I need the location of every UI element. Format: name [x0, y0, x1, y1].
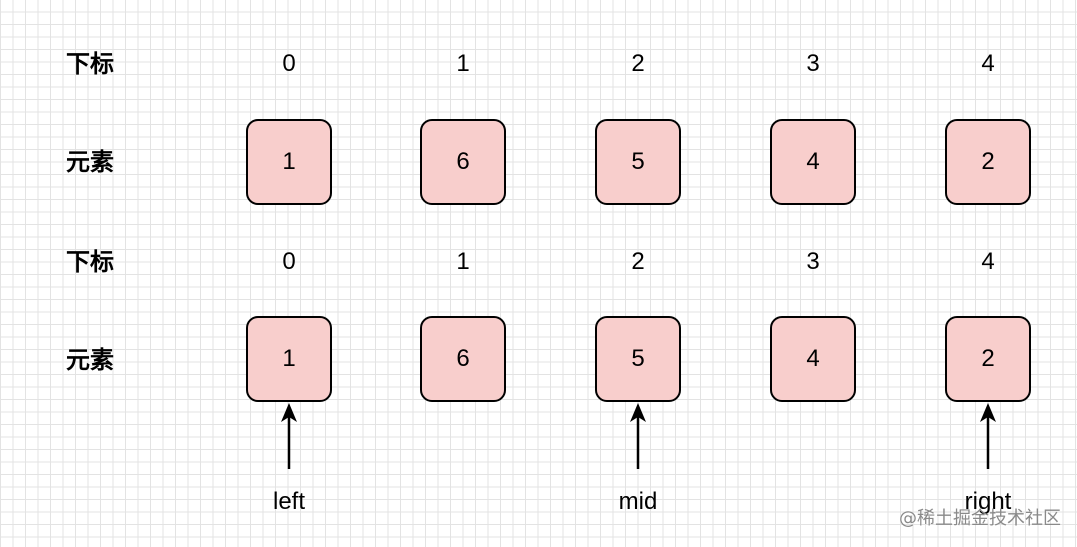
index-3: 3 — [806, 248, 820, 275]
index-4: 4 — [981, 248, 995, 275]
array-cell-0: 1 — [246, 316, 332, 402]
index-row-label: 下标 — [66, 50, 114, 78]
index-4: 4 — [981, 50, 995, 77]
index-0: 0 — [282, 248, 296, 275]
array-cell-4: 2 — [945, 316, 1031, 402]
index-2: 2 — [631, 248, 645, 275]
mid-pointer-label: mid — [618, 488, 658, 515]
array-cell-1: 6 — [420, 119, 506, 205]
index-3: 3 — [806, 50, 820, 77]
array-cell-1: 6 — [420, 316, 506, 402]
array-cell-2: 5 — [595, 119, 681, 205]
right-pointer-label: right — [964, 488, 1012, 515]
element-row-label: 元素 — [66, 346, 114, 374]
index-0: 0 — [282, 50, 296, 77]
index-1: 1 — [456, 248, 470, 275]
array-cell-2: 5 — [595, 316, 681, 402]
array-cell-3: 4 — [770, 316, 856, 402]
array-cell-4: 2 — [945, 119, 1031, 205]
index-1: 1 — [456, 50, 470, 77]
array-cell-3: 4 — [770, 119, 856, 205]
array-cell-0: 1 — [246, 119, 332, 205]
right-pointer-arrow — [980, 403, 996, 469]
index-row-label: 下标 — [66, 248, 114, 276]
watermark: @稀土掘金技术社区 — [899, 508, 1061, 529]
left-pointer-arrow — [281, 403, 297, 469]
mid-pointer-arrow — [630, 403, 646, 469]
left-pointer-label: left — [272, 488, 305, 515]
index-2: 2 — [631, 50, 645, 77]
element-row-label: 元素 — [66, 148, 114, 176]
